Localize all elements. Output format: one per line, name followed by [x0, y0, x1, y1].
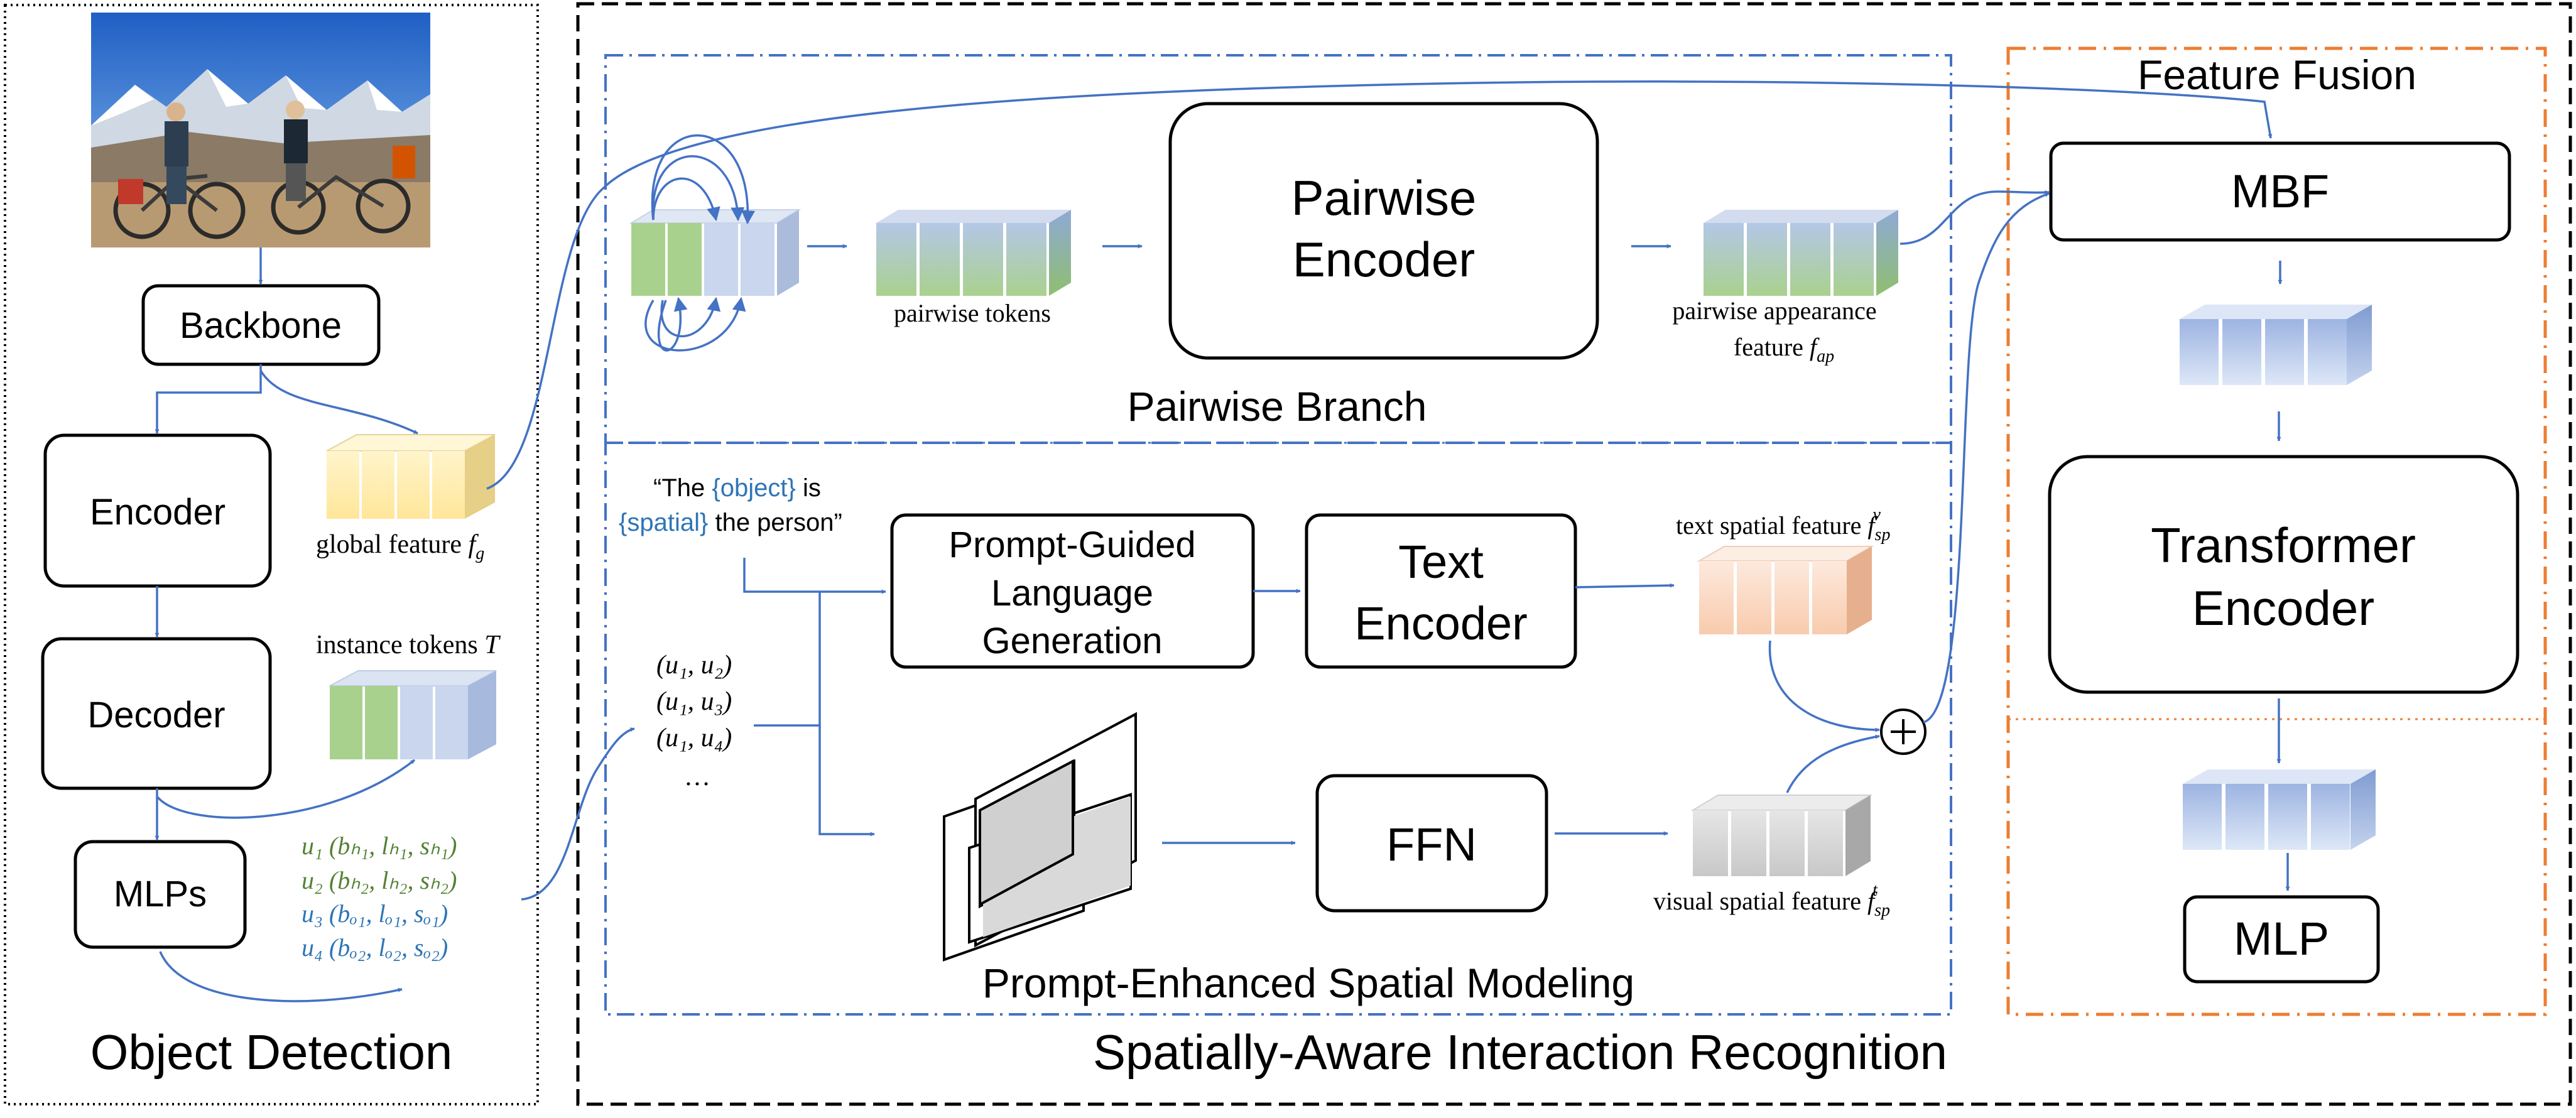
feature-fusion-frame — [2006, 46, 2547, 1016]
instance-tokens-label: instance tokens T — [316, 631, 501, 659]
mlps-label: MLPs — [114, 874, 207, 914]
ffn-block — [1315, 774, 1548, 913]
visual-spatial-tokens — [1690, 795, 1873, 876]
pair-1: (u₁, u₂) — [656, 651, 732, 680]
pairwise-encoder-block — [1168, 102, 1599, 360]
detection-arrows — [155, 80, 2273, 1002]
pair-2: (u₁, u₃) — [656, 687, 732, 716]
transformer-encoder-line2: Encoder — [2192, 580, 2375, 636]
recognition-title: Spatially-Aware Interaction Recognition — [1093, 1024, 1947, 1080]
pairwise-appearance-tokens — [1704, 210, 1898, 296]
mlp-block — [2183, 895, 2380, 984]
appearance-label-line2: feature fap — [1734, 333, 1834, 366]
text-spatial-tokens — [1697, 546, 1874, 634]
pairwise-branch-title: Pairwise Branch — [1128, 383, 1427, 430]
pair-list: (u₁, u₂) (u₁, u₃) (u₁, u₄) … — [656, 651, 732, 791]
text-encoder-line1: Text — [1398, 536, 1484, 588]
arrow-prompt-to-generation — [743, 558, 886, 594]
input-instance-tokens — [629, 209, 802, 296]
mbf-block — [2049, 141, 2511, 242]
mlps-block — [73, 840, 247, 949]
transformer-encoder-line1: Transformer — [2151, 518, 2416, 573]
fused-tokens — [2180, 305, 2372, 385]
pair-to-generation-line — [754, 592, 821, 727]
pairwise-encoder-line2: Encoder — [1293, 232, 1475, 287]
instance-3: u₃ (bₒ₁, lₒ₁, sₒ₁) — [302, 899, 448, 928]
ffn-label: FFN — [1386, 818, 1477, 871]
pairwise-tokens — [876, 210, 1071, 296]
arrow-text-to-sum — [1768, 640, 1880, 732]
spatial-maps-icon — [943, 712, 1137, 962]
input-photo — [91, 13, 430, 247]
feature-fusion-title: Feature Fusion — [2138, 52, 2416, 98]
spatial-modeling-title: Prompt-Enhanced Spatial Modeling — [982, 960, 1634, 1006]
decoder-label: Decoder — [87, 695, 225, 735]
prompt-generation-line1: Prompt-Guided — [948, 524, 1195, 565]
encoder-label: Encoder — [90, 492, 226, 533]
text-encoder-line2: Encoder — [1354, 597, 1528, 649]
text-encoder-block — [1305, 513, 1577, 669]
pair-more: … — [684, 763, 710, 791]
sum-operator — [1880, 708, 1927, 755]
pairwise-branch-frame — [604, 54, 1952, 444]
spatial-modeling-frame — [604, 442, 1952, 1016]
recognition-frame — [576, 2, 2572, 1106]
instance-4: u₄ (bₒ₂, lₒ₂, sₒ₂) — [302, 933, 448, 962]
prompt-template-line1: “The {object} is — [653, 474, 821, 502]
backbone-label: Backbone — [180, 305, 342, 346]
instance-tokens — [329, 670, 497, 759]
instance-2: u₂ (bₕ₂, lₕ₂, sₕ₂) — [302, 866, 457, 894]
object-detection-frame — [4, 4, 539, 1105]
pairing-arrows — [644, 134, 756, 352]
instance-1: u₁ (bₕ₁, lₕ₁, sₕ₁) — [302, 832, 457, 860]
arrow-sum-to-mbf — [1923, 192, 2050, 724]
transformer-encoder-block — [2048, 455, 2519, 694]
arrow-visual-to-sum — [1786, 734, 1880, 793]
object-detection-title: Object Detection — [90, 1024, 453, 1080]
prompt-generation-line3: Generation — [982, 621, 1163, 661]
global-feature-label: global feature fg — [316, 530, 484, 563]
visual-spatial-label: visual spatial feature fspt — [1653, 881, 1890, 920]
pair-3: (u₁, u₄) — [656, 724, 732, 752]
output-tokens — [2183, 769, 2376, 850]
arrow-to-text-spatial — [1575, 583, 1675, 589]
global-feature-tokens — [326, 434, 496, 519]
prompt-template-line2: {spatial} the person” — [619, 509, 842, 536]
arrow-appearance-to-mbf — [1899, 190, 2050, 245]
pairwise-tokens-label: pairwise tokens — [894, 299, 1051, 327]
instance-list: u₁ (bₕ₁, lₕ₁, sₕ₁) u₂ (bₕ₂, lₕ₂, sₕ₂) u₃… — [302, 832, 457, 962]
mlp-label: MLP — [2234, 913, 2329, 965]
appearance-label-line1: pairwise appearance — [1672, 296, 1876, 325]
prompt-generation-line2: Language — [991, 573, 1153, 614]
mbf-label: MBF — [2231, 165, 2329, 217]
pairwise-encoder-line1: Pairwise — [1291, 170, 1477, 225]
text-spatial-label: text spatial feature fspv — [1676, 505, 1890, 545]
arrow-pairs-to-spatial-map — [818, 725, 875, 837]
